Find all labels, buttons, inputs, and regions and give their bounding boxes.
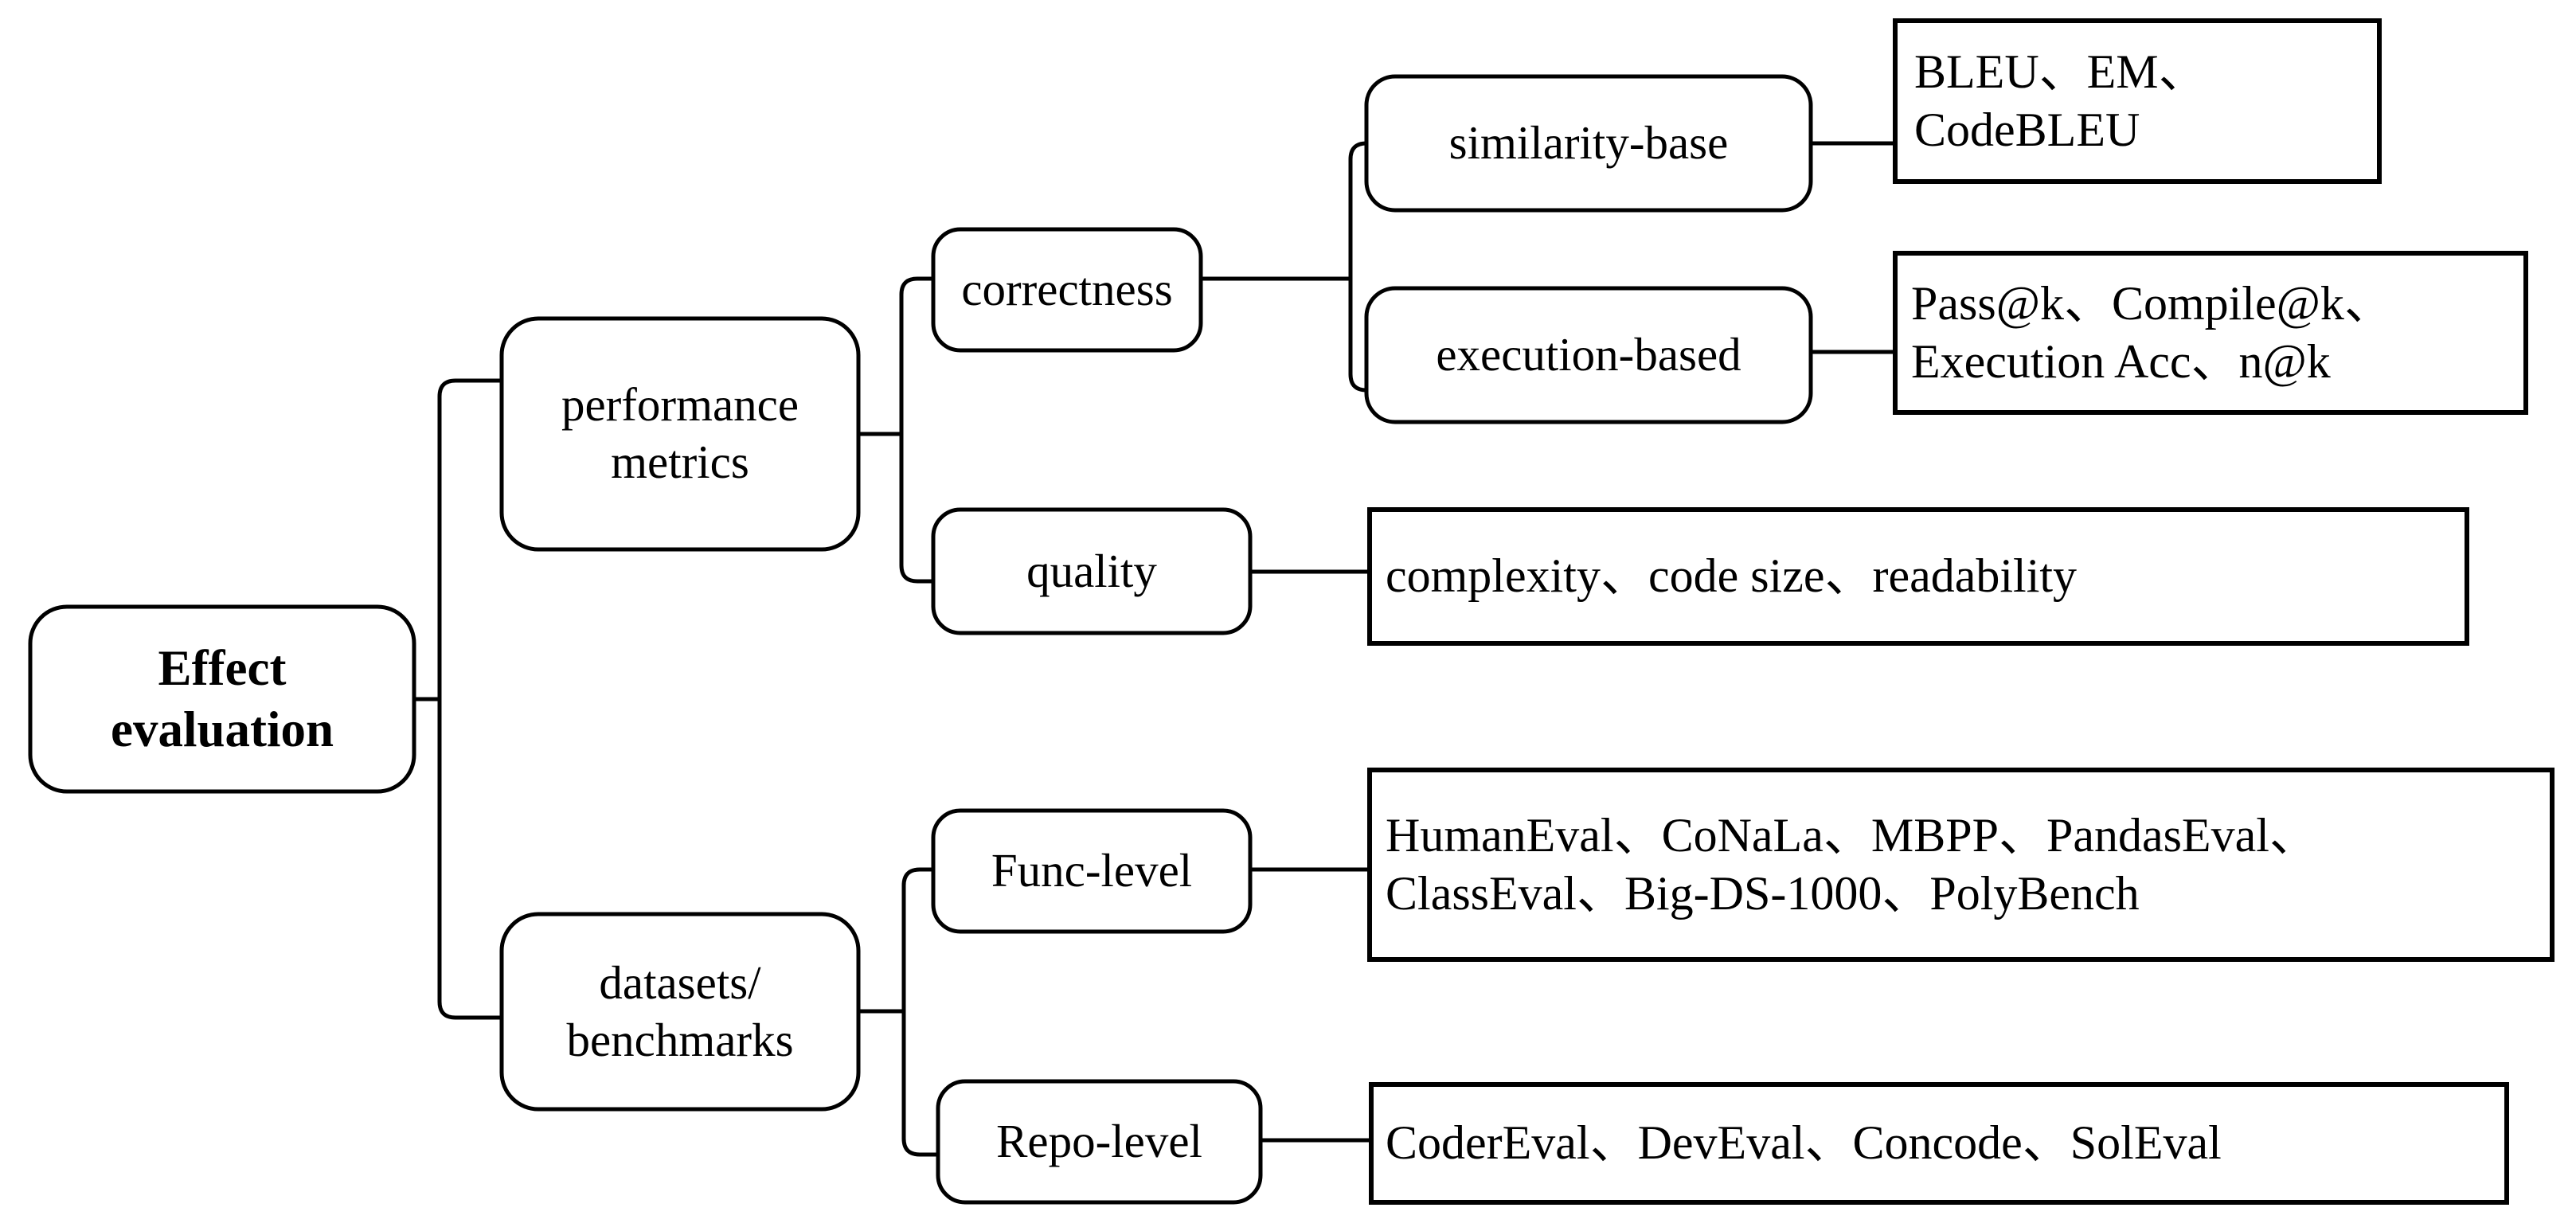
leaf-quality-items[interactable] (1367, 507, 2469, 646)
connector-subtrunk-to-correctness (899, 276, 933, 295)
connector-subtrunk-to-quality (899, 565, 933, 584)
connector-trunk-to-performance-metrics (437, 378, 502, 397)
leaf-repo-level-items[interactable] (1369, 1082, 2509, 1205)
node-correctness[interactable] (931, 227, 1203, 353)
node-quality[interactable] (931, 507, 1253, 635)
leaf-func-level-items[interactable] (1367, 768, 2555, 962)
node-performance-metrics[interactable] (499, 316, 861, 552)
node-func-level[interactable] (931, 808, 1253, 934)
node-effect-evaluation[interactable] (28, 604, 416, 794)
node-repo-level[interactable] (936, 1079, 1263, 1205)
node-datasets-benchmarks[interactable] (499, 912, 861, 1112)
leaf-execution-based-items[interactable] (1893, 251, 2528, 415)
node-similarity-base[interactable] (1364, 74, 1813, 213)
connector-trunk-to-datasets (437, 1001, 502, 1020)
node-execution-based[interactable] (1364, 286, 1813, 424)
leaf-similarity-base-items[interactable] (1893, 18, 2382, 184)
connector-subtrunk-to-func-level (901, 867, 938, 886)
connector-subtrunk-to-repo-level (901, 1138, 938, 1157)
